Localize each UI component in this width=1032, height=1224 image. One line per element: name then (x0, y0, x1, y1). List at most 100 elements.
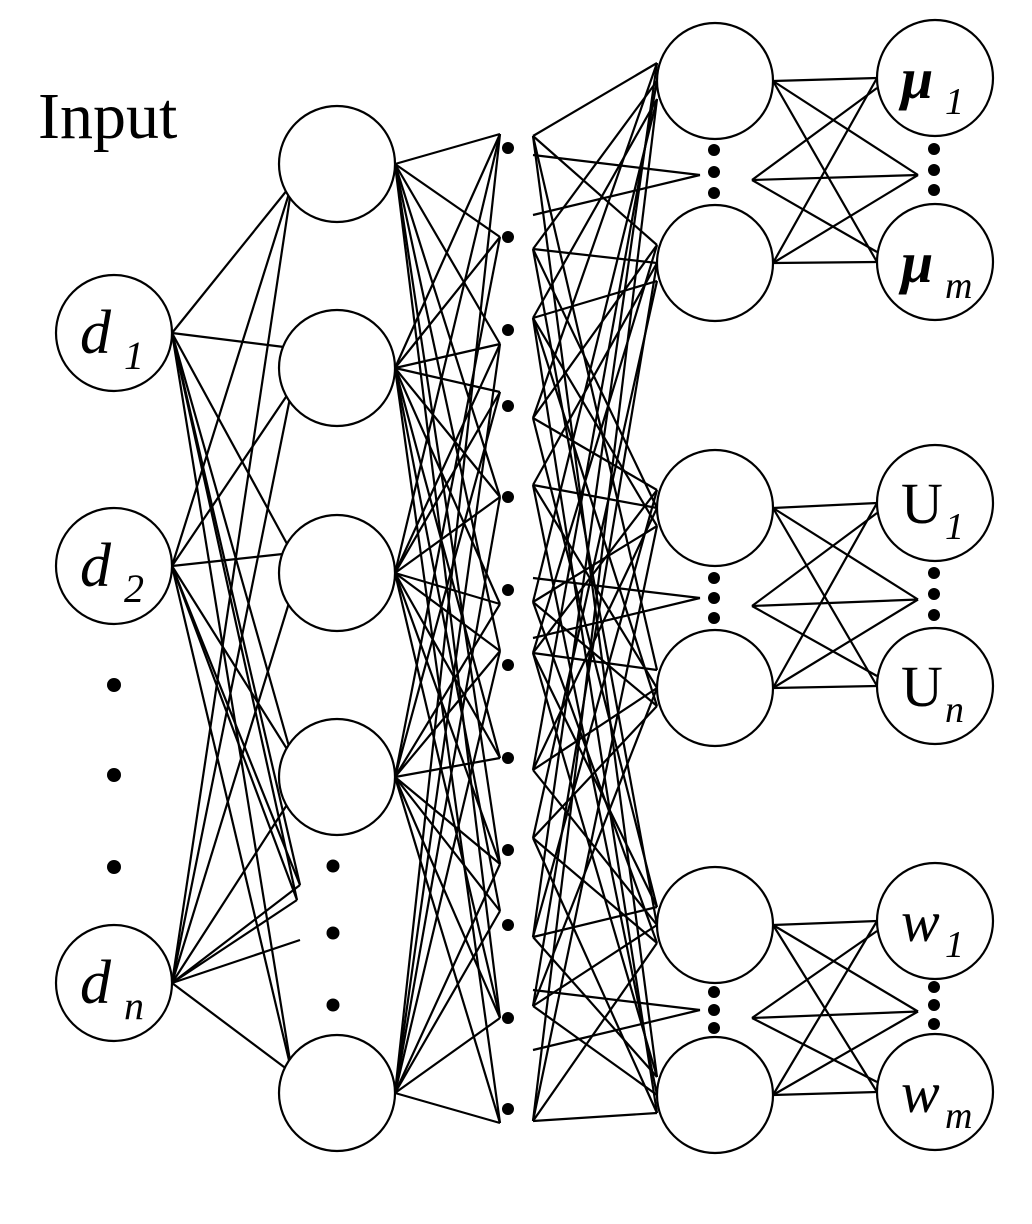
input-hidden-edge (170, 565, 299, 901)
hidden-column-dot (502, 844, 514, 856)
input_nodes-label: d (80, 532, 112, 600)
hidden2-ellipsis-dot (708, 144, 720, 156)
input-hidden-edge (171, 938, 301, 985)
output_nodes-subscript: 1 (945, 506, 964, 548)
hidden-output-edge (772, 598, 919, 689)
hidden-column-dot (502, 231, 514, 243)
hidden-column-dot (502, 659, 514, 671)
hidden-output-edge (772, 77, 878, 264)
hidden-column-dot (502, 400, 514, 412)
hidden-column-dot (502, 142, 514, 154)
hidden-dots-edge (393, 163, 502, 865)
output_nodes-subscript: n (945, 689, 964, 731)
hidden2-ellipsis-dot (708, 1004, 720, 1016)
output-ellipsis-dot (928, 164, 940, 176)
hidden-dots-edge (393, 367, 502, 605)
output_nodes-label: μ (898, 46, 933, 111)
input-ellipsis-dot (107, 768, 121, 782)
input-ellipsis-dot (107, 678, 121, 692)
hidden2-ellipsis-dot (708, 1022, 720, 1034)
input-node (54, 923, 174, 1043)
input_nodes-label: d (80, 299, 112, 367)
input-hidden-edge (170, 332, 294, 758)
hidden-dots-edge (394, 496, 501, 574)
hidden1-node (277, 1033, 397, 1153)
dots-hidden-edge (532, 1008, 701, 1052)
hidden-dots-edge (393, 776, 502, 1124)
input-hidden-edge (171, 884, 301, 984)
input-title: Input (38, 80, 177, 153)
hidden-output-edge (772, 1010, 919, 1096)
hidden2-ellipsis-dot (708, 572, 720, 584)
output_nodes-subscript: m (945, 265, 972, 307)
dots-hidden-edge (531, 280, 659, 839)
output_nodes-label: w (901, 889, 940, 954)
hidden-dots-edge (393, 391, 502, 778)
hidden-dots-edge (394, 756, 501, 779)
input-hidden-edge (170, 183, 294, 567)
hidden-column-dot (502, 491, 514, 503)
input-node (54, 273, 174, 393)
output_nodes-label: U (901, 471, 943, 536)
input-hidden-edge (171, 387, 293, 567)
hidden-output-edge (751, 87, 878, 181)
input-hidden-edge (170, 332, 302, 886)
hidden-dots-edge (393, 133, 502, 369)
dots-hidden-edge (532, 687, 658, 771)
dots-hidden-edge (532, 596, 701, 640)
hidden-output-edge (751, 605, 878, 677)
output_nodes-label: μ (898, 230, 933, 295)
hidden-column-dot (502, 584, 514, 596)
dots-hidden-edge (532, 317, 658, 527)
dots-hidden-edge (532, 62, 658, 137)
hidden-output-edge (772, 1090, 878, 1097)
hidden-dots-edge (393, 343, 502, 1094)
input-hidden-edge (171, 982, 293, 1074)
hidden-dots-edge (393, 163, 502, 498)
input_nodes-subscript: n (124, 983, 144, 1028)
dots-hidden-edge (532, 247, 658, 265)
hidden-output-edge (751, 1010, 919, 1020)
dots-hidden-edge (531, 317, 659, 707)
hidden1-node (277, 104, 397, 224)
hidden-dots-edge (394, 1091, 501, 1125)
dots-hidden-edge (531, 135, 659, 1078)
hidden-dots-edge (394, 776, 501, 865)
dots-hidden-edge (531, 317, 659, 1114)
output_nodes-subscript: 1 (945, 81, 964, 123)
hidden2-node (655, 1035, 775, 1155)
hidden-dots-edge (393, 496, 502, 1094)
dots-hidden-edge (532, 80, 658, 250)
output_nodes-label: U (901, 654, 943, 719)
output-ellipsis-dot (928, 184, 940, 196)
hidden-output-edge (772, 684, 878, 690)
hidden-dots-edge (394, 163, 501, 238)
hidden-dots-edge (393, 163, 502, 652)
hidden-dots-edge (393, 650, 502, 1094)
output-ellipsis-dot (928, 567, 940, 579)
hidden1-node (277, 717, 397, 837)
dots-hidden-edge (532, 942, 658, 1122)
hidden-dots-edge (393, 367, 502, 759)
input-hidden-edge (171, 899, 298, 984)
output_nodes-subscript: m (945, 1095, 972, 1137)
hidden-dots-edge (394, 572, 501, 759)
dots-hidden-edge (532, 1111, 658, 1123)
dots-hidden-edge (532, 988, 701, 1012)
hidden-output-edge (772, 260, 878, 265)
hidden-column-dot (502, 1012, 514, 1024)
input-hidden-edge (171, 551, 293, 568)
dots-hidden-edge (532, 98, 658, 319)
hidden-dots-edge (393, 236, 502, 778)
hidden2-ellipsis-dot (708, 592, 720, 604)
hidden-dots-edge (394, 366, 501, 394)
hidden-output-edge (751, 173, 919, 182)
output-ellipsis-dot (928, 588, 940, 600)
hidden-dots-edge (393, 163, 502, 1019)
hidden-dots-edge (394, 863, 501, 1094)
hidden-output-edge (751, 930, 878, 1019)
dots-hidden-edge (532, 507, 658, 771)
input-ellipsis-dot (107, 860, 121, 874)
hidden-column-dot (502, 752, 514, 764)
ellipsis-dots (107, 142, 940, 1115)
